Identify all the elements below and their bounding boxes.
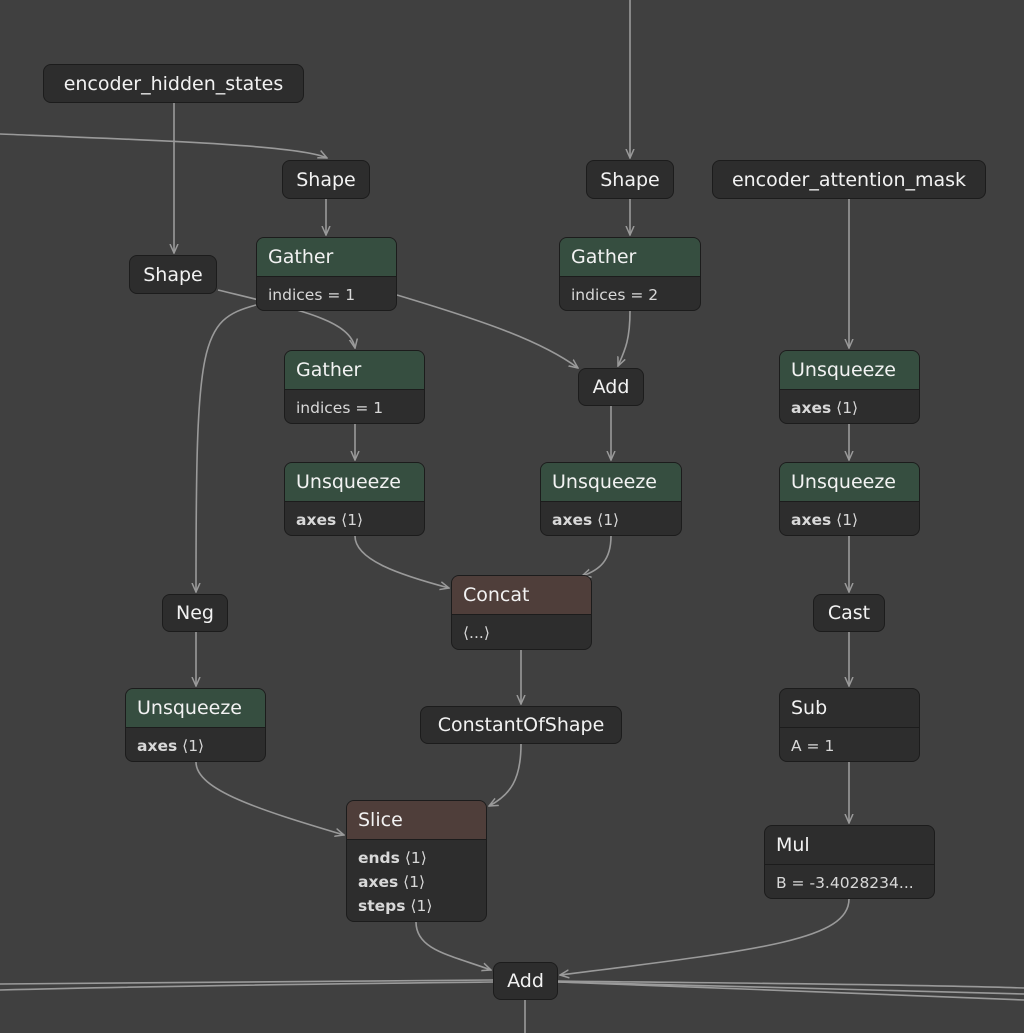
- node-shape[interactable]: Shape: [129, 255, 217, 294]
- node-title: Concat: [452, 576, 591, 615]
- attr-value: ⟨1⟩: [410, 897, 433, 915]
- node-neg[interactable]: Neg: [162, 594, 228, 632]
- attr-value: ⟨1⟩: [182, 737, 205, 755]
- node-attribute: axes ⟨1⟩: [780, 390, 919, 423]
- attr-value: ⟨1⟩: [836, 511, 859, 529]
- node-gather[interactable]: Gather indices = 2: [559, 237, 701, 311]
- node-title: Sub: [780, 689, 919, 728]
- node-attribute: axes ⟨1⟩: [541, 502, 681, 535]
- node-add[interactable]: Add: [493, 962, 558, 1000]
- node-sub[interactable]: Sub A = 1: [779, 688, 920, 762]
- edge: [396, 294, 578, 368]
- node-add[interactable]: Add: [578, 368, 644, 406]
- node-attribute: A = 1: [791, 737, 835, 755]
- edge: [489, 743, 522, 806]
- input-encoder-hidden-states[interactable]: encoder_hidden_states: [43, 64, 304, 103]
- edge: [217, 289, 355, 348]
- edge: [560, 898, 850, 975]
- node-title: Gather: [257, 238, 396, 277]
- node-cast[interactable]: Cast: [813, 594, 885, 632]
- node-attribute: indices = 1: [296, 399, 384, 417]
- node-attribute: axes ⟨1⟩: [285, 502, 424, 535]
- node-title: Gather: [560, 238, 700, 277]
- attr-key: axes: [296, 511, 337, 529]
- node-title: Unsqueeze: [285, 463, 424, 502]
- attr-key: axes: [137, 737, 178, 755]
- node-title: Unsqueeze: [541, 463, 681, 502]
- node-shape[interactable]: Shape: [282, 160, 370, 199]
- attr-value: ⟨1⟩: [404, 849, 427, 867]
- input-encoder-attention-mask[interactable]: encoder_attention_mask: [712, 160, 986, 199]
- node-title: Unsqueeze: [126, 689, 265, 728]
- attr-key: axes: [358, 873, 399, 891]
- edge: [557, 980, 1024, 989]
- attr-value: ⟨1⟩: [836, 399, 859, 417]
- node-attribute: ⟨...⟩: [463, 624, 490, 642]
- node-attribute: axes ⟨1⟩: [358, 870, 475, 894]
- attr-value: ⟨1⟩: [341, 511, 364, 529]
- node-title: Gather: [285, 351, 424, 390]
- attr-value: ⟨1⟩: [597, 511, 620, 529]
- node-title: Mul: [765, 826, 934, 865]
- edge: [618, 310, 631, 366]
- node-concat[interactable]: Concat ⟨...⟩: [451, 575, 592, 650]
- node-attributes: ends ⟨1⟩ axes ⟨1⟩ steps ⟨1⟩: [347, 840, 486, 921]
- node-slice[interactable]: Slice ends ⟨1⟩ axes ⟨1⟩ steps ⟨1⟩: [346, 800, 487, 922]
- edge: [582, 535, 612, 576]
- attr-key: steps: [358, 897, 406, 915]
- edge: [354, 535, 449, 588]
- edge: [195, 761, 344, 835]
- attr-key: ends: [358, 849, 400, 867]
- node-attribute: B = -3.4028234...: [776, 874, 914, 892]
- attr-key: axes: [791, 399, 832, 417]
- node-gather[interactable]: Gather indices = 1: [284, 350, 425, 424]
- node-title: Unsqueeze: [780, 463, 919, 502]
- node-attribute: ends ⟨1⟩: [358, 846, 475, 870]
- node-title: Slice: [347, 801, 486, 840]
- attr-key: axes: [552, 511, 593, 529]
- edge: [196, 304, 257, 592]
- node-title: Unsqueeze: [780, 351, 919, 390]
- edge: [0, 981, 494, 991]
- node-attribute: axes ⟨1⟩: [780, 502, 919, 535]
- node-constantofshape[interactable]: ConstantOfShape: [420, 706, 622, 744]
- node-attribute: indices = 1: [268, 286, 356, 304]
- attr-key: axes: [791, 511, 832, 529]
- edge: [557, 981, 1024, 1001]
- node-mul[interactable]: Mul B = -3.4028234...: [764, 825, 935, 899]
- attr-value: ⟨1⟩: [403, 873, 426, 891]
- edge: [0, 133, 327, 158]
- node-shape[interactable]: Shape: [586, 160, 674, 199]
- node-gather[interactable]: Gather indices = 1: [256, 237, 397, 311]
- edge: [0, 979, 494, 985]
- node-attribute: axes ⟨1⟩: [126, 728, 265, 761]
- edge: [415, 921, 491, 970]
- node-attribute: indices = 2: [571, 286, 659, 304]
- node-attribute: steps ⟨1⟩: [358, 894, 475, 918]
